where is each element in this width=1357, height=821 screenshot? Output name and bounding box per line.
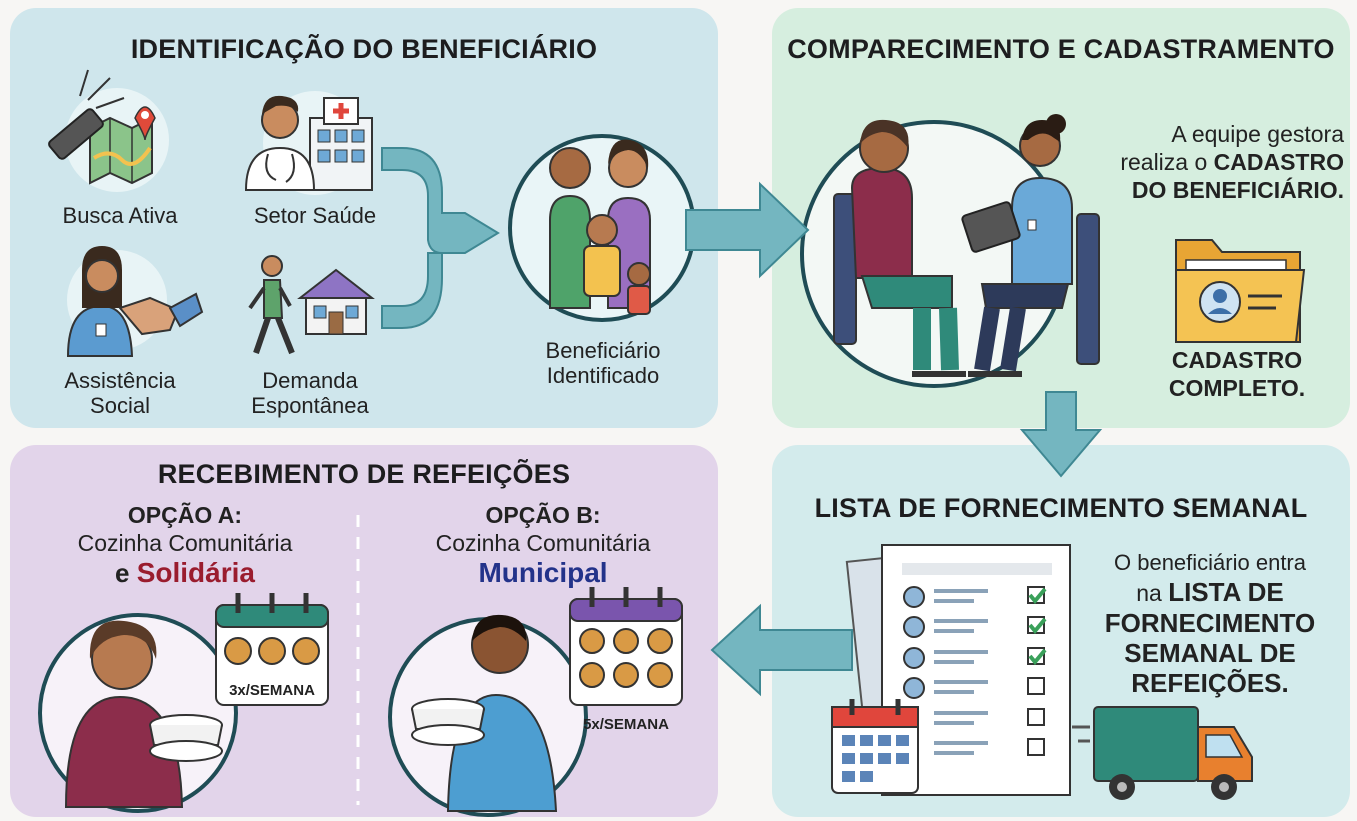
hospital-icon bbox=[309, 97, 373, 191]
assistencia-social-label: Assistência Social bbox=[40, 368, 200, 418]
building-icon bbox=[297, 268, 375, 335]
lista-line-2: na LISTA DE bbox=[1076, 577, 1344, 608]
cadastro-description: A equipe gestora realiza o CADASTRO DO B… bbox=[1112, 120, 1344, 204]
identificacao-panel: IDENTIFICAÇÃO DO BENEFICIÁRIO bbox=[10, 8, 718, 428]
identificacao-illustrations bbox=[48, 69, 696, 357]
option-a-line: Cozinha Comunitária bbox=[77, 530, 293, 556]
lista-line-5: REFEIÇÕES. bbox=[1131, 668, 1289, 698]
demanda-line-1: Demanda bbox=[262, 368, 358, 393]
demanda-line-2: Espontânea bbox=[251, 393, 369, 418]
assistencia-line-2: Social bbox=[90, 393, 150, 418]
map-icon bbox=[89, 106, 156, 185]
cadastro-line-3: DO BENEFICIÁRIO. bbox=[1131, 177, 1344, 203]
lista-line-1: O beneficiário entra bbox=[1114, 550, 1306, 575]
flow-arrows bbox=[381, 147, 500, 329]
option-b-line: Cozinha Comunitária bbox=[435, 530, 651, 556]
family-icon bbox=[549, 139, 651, 315]
demanda-espontanea-label: Demanda Espontânea bbox=[225, 368, 395, 418]
lista-illustrations bbox=[831, 544, 1253, 800]
beneficiario-identificado-label: Beneficiário Identificado bbox=[518, 338, 688, 388]
option-a-highlight: Solidária bbox=[136, 557, 255, 588]
handshake-icon bbox=[118, 292, 204, 336]
flashlight-icon bbox=[48, 69, 125, 160]
cadastro-line-1: A equipe gestora bbox=[1171, 121, 1344, 147]
truck-icon bbox=[1072, 706, 1253, 800]
lista-description: O beneficiário entra bbox=[1076, 549, 1344, 577]
cadastro-completo-line-2: COMPLETO. bbox=[1168, 375, 1306, 401]
option-b-frequency: 5x/SEMANA bbox=[583, 716, 669, 733]
option-b-highlight: Municipal bbox=[478, 557, 608, 588]
walking-person-icon bbox=[248, 255, 295, 355]
refeicoes-panel: RECEBIMENTO DE REFEIÇÕES bbox=[10, 445, 718, 817]
man-with-containers-icon bbox=[411, 614, 558, 812]
identificacao-title: IDENTIFICAÇÃO DO BENEFICIÁRIO bbox=[130, 34, 598, 64]
option-b-title: OPÇÃO B: bbox=[485, 502, 601, 528]
cadastramento-panel: COMPARECIMENTO E CADASTRAMENTO bbox=[772, 8, 1350, 428]
option-a-highlight-line: e Solidária bbox=[50, 557, 320, 589]
cadastro-completo-line-1: CADASTRO bbox=[1171, 347, 1303, 373]
refeicoes-title: RECEBIMENTO DE REFEIÇÕES bbox=[157, 459, 571, 489]
lista-description-bold: na LISTA DE FORNECIMENTO SEMANAL DE REFE… bbox=[1076, 577, 1344, 698]
option-a-title: OPÇÃO A: bbox=[127, 502, 243, 528]
lista-title: LISTA DE FORNECIMENTO SEMANAL bbox=[814, 493, 1308, 523]
cadastro-line-2-normal: realiza o bbox=[1120, 149, 1214, 175]
cadastro-completo-label: CADASTRO COMPLETO. bbox=[1162, 346, 1312, 402]
cadastramento-title: COMPARECIMENTO E CADASTRAMENTO bbox=[787, 34, 1335, 64]
assistencia-line-1: Assistência bbox=[64, 368, 176, 393]
calendar-b-icon bbox=[569, 587, 683, 706]
cadastramento-illustrations bbox=[800, 114, 1306, 388]
busca-ativa-label: Busca Ativa bbox=[62, 203, 178, 228]
social-worker-icon bbox=[66, 246, 134, 357]
calendar-a-icon bbox=[215, 593, 329, 706]
seated-woman-icon bbox=[833, 119, 966, 377]
beneficiario-line-2: Identificado bbox=[546, 363, 660, 388]
option-a-e: e bbox=[115, 558, 137, 588]
option-a-frequency: 3x/SEMANA bbox=[229, 682, 315, 699]
woman-with-containers-icon bbox=[64, 620, 223, 808]
lista-line-3: FORNECIMENTO bbox=[1104, 608, 1316, 638]
lista-panel: LISTA DE FORNECIMENTO SEMANAL bbox=[772, 445, 1350, 817]
checklist-rows bbox=[903, 586, 1045, 756]
refeicoes-illustrations bbox=[38, 515, 683, 817]
lista-line-2-bold: LISTA DE bbox=[1168, 577, 1284, 607]
option-b-text: OPÇÃO B: Cozinha Comunitária Municipal bbox=[408, 501, 678, 589]
seated-staff-icon bbox=[961, 114, 1100, 377]
doctor-icon bbox=[244, 95, 316, 191]
lista-line-2-normal: na bbox=[1136, 580, 1169, 606]
cadastro-line-2: realiza o CADASTRO bbox=[1112, 148, 1344, 176]
folder-icon bbox=[1175, 239, 1306, 343]
calendar-icon bbox=[831, 699, 919, 794]
setor-saude-label: Setor Saúde bbox=[253, 203, 377, 228]
cadastro-line-2-bold: CADASTRO bbox=[1213, 149, 1344, 175]
beneficiario-line-1: Beneficiário bbox=[545, 338, 661, 363]
lista-line-4: SEMANAL DE bbox=[1124, 638, 1296, 668]
option-a-text: OPÇÃO A: Cozinha Comunitária e Solidária bbox=[50, 501, 320, 589]
